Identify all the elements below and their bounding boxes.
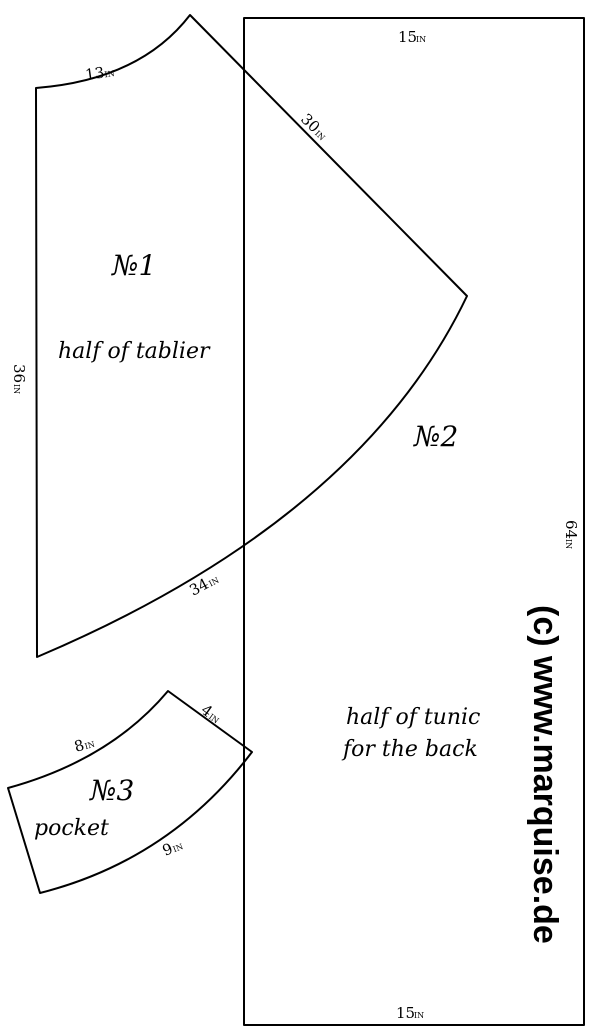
svg-text:IN: IN [12, 384, 21, 394]
pocket-bottom-dimension: 9 IN [160, 839, 185, 859]
svg-text:IN: IN [172, 842, 185, 854]
tablier-side-dimension: 36 IN [10, 364, 28, 394]
svg-text:IN: IN [414, 1011, 424, 1020]
tunic-bottom-dimension: 15 IN [396, 1004, 424, 1022]
svg-text:IN: IN [207, 576, 220, 589]
tablier-slant-dimension: 30 IN [297, 110, 326, 142]
svg-text:IN: IN [84, 740, 96, 751]
tunic-side-dimension: 64 IN [562, 520, 580, 549]
tunic-outline [243, 17, 585, 1026]
tablier-top-dimension: 13 IN [84, 63, 115, 83]
svg-text:15: 15 [398, 28, 417, 46]
svg-text:34: 34 [186, 575, 211, 600]
copyright-watermark: (c) www.marquise.de [526, 605, 564, 944]
svg-text:IN: IN [564, 539, 573, 549]
piece-number-3: №3 [89, 774, 134, 807]
piece-number-2: №2 [413, 420, 458, 453]
tunic-caption-line-2: for the back [341, 737, 478, 762]
svg-text:8: 8 [72, 736, 86, 756]
tablier-bottom-dimension: 34 IN [186, 575, 220, 600]
svg-text:13: 13 [84, 63, 105, 83]
svg-text:IN: IN [104, 69, 115, 79]
svg-text:64: 64 [562, 520, 580, 539]
pocket-caption: pocket [34, 816, 109, 841]
pocket-top-dimension: 8 IN [72, 736, 96, 756]
tablier-caption: half of tablier [58, 339, 211, 364]
tunic-caption-line-1: half of tunic [346, 705, 480, 730]
tunic-top-dimension: 15 IN [398, 28, 426, 46]
pocket-outline [7, 690, 253, 894]
tablier-outline [35, 14, 468, 658]
piece-number-1: №1 [111, 249, 156, 282]
svg-text:15: 15 [396, 1004, 415, 1022]
svg-text:IN: IN [416, 35, 426, 44]
svg-text:36: 36 [10, 364, 28, 383]
